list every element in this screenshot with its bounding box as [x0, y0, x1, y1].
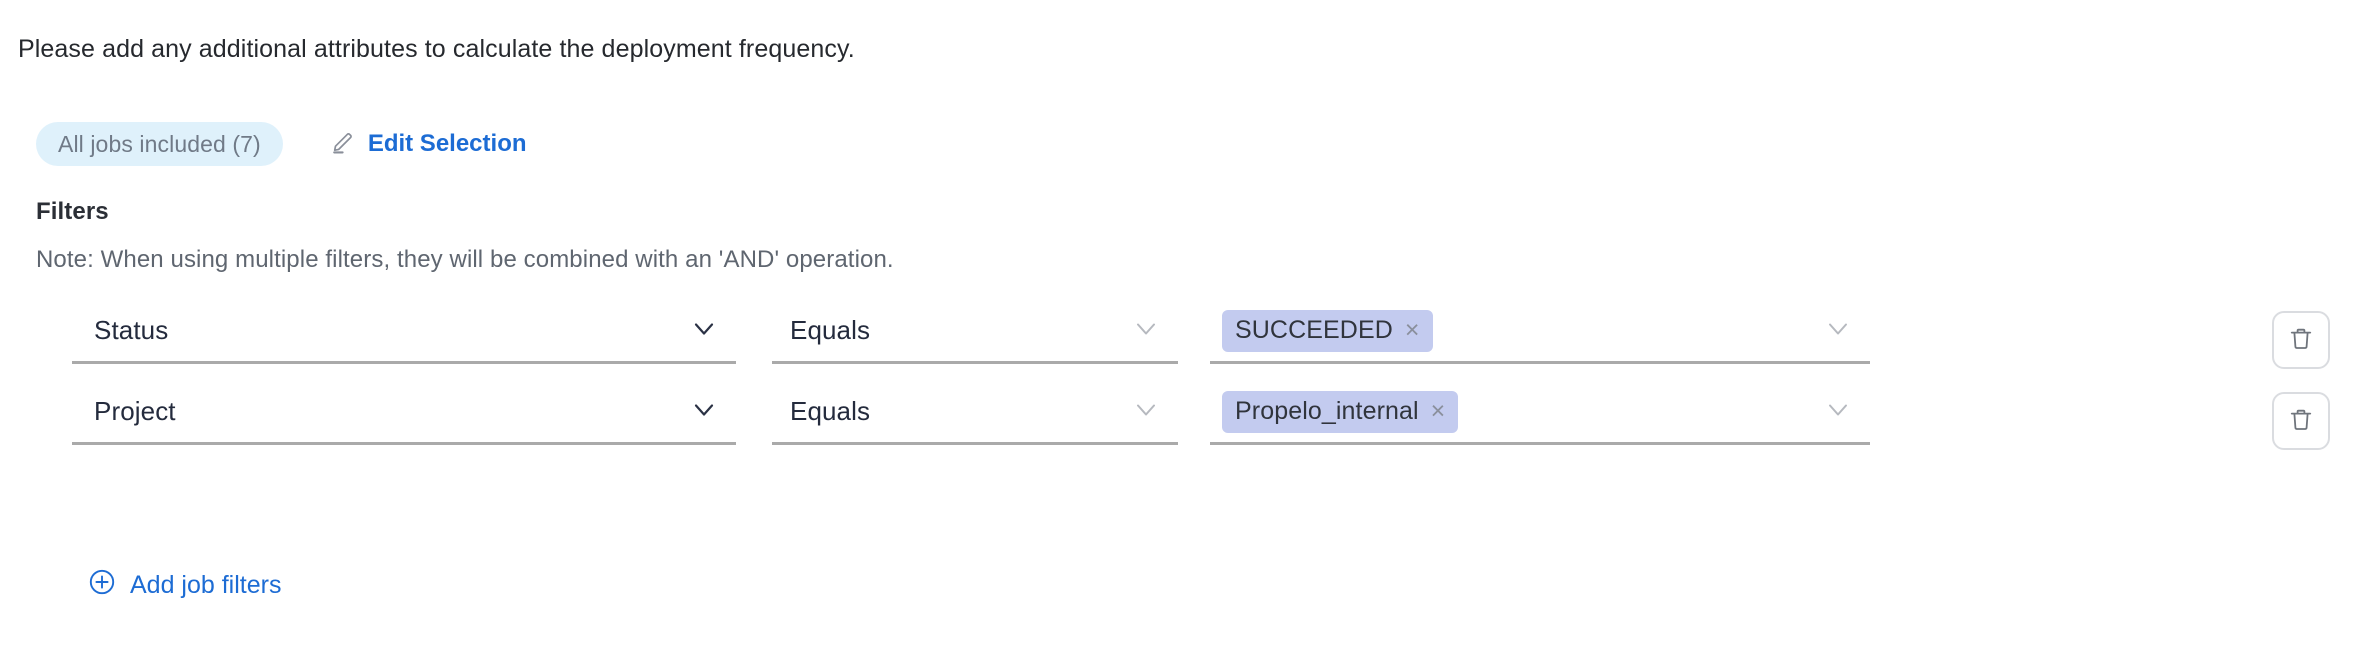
filter-row: Status Equals SUCCEEDED ×	[0, 300, 2376, 380]
filter-operator-value: Equals	[790, 315, 871, 345]
edit-selection-label: Edit Selection	[367, 130, 527, 157]
trash-icon	[2287, 406, 2315, 437]
filter-operator-select[interactable]: Equals	[772, 381, 1178, 445]
chevron-down-icon	[690, 314, 718, 347]
job-selection-row: All jobs included (7) Edit Selection	[36, 122, 527, 166]
filter-attribute-value: Project	[94, 396, 176, 426]
filters-heading: Filters	[36, 198, 109, 225]
close-icon[interactable]: ×	[1430, 396, 1446, 425]
chevron-down-icon	[1132, 395, 1160, 428]
filter-value-select[interactable]: SUCCEEDED ×	[1210, 300, 1870, 364]
close-icon[interactable]: ×	[1404, 315, 1420, 344]
filter-value-chip[interactable]: SUCCEEDED ×	[1222, 309, 1433, 352]
all-jobs-included-chip[interactable]: All jobs included (7)	[36, 122, 283, 166]
filter-attribute-select[interactable]: Status	[72, 300, 736, 364]
filter-operator-select[interactable]: Equals	[772, 300, 1178, 364]
chevron-down-icon	[1824, 314, 1852, 347]
plus-circle-icon	[88, 568, 116, 603]
page-description: Please add any additional attributes to …	[18, 35, 855, 63]
filter-attribute-value: Status	[94, 315, 169, 345]
delete-filter-button[interactable]	[2272, 392, 2330, 450]
filters-note: Note: When using multiple filters, they …	[36, 246, 894, 273]
filter-value-chip[interactable]: Propelo_internal ×	[1222, 390, 1459, 433]
filter-value-chip-label: Propelo_internal	[1235, 396, 1419, 425]
filter-attribute-select[interactable]: Project	[72, 381, 736, 445]
pencil-icon	[331, 128, 357, 161]
filter-operator-value: Equals	[790, 396, 871, 426]
chevron-down-icon	[690, 395, 718, 428]
filter-value-select[interactable]: Propelo_internal ×	[1210, 381, 1870, 445]
add-job-filters-label: Add job filters	[130, 571, 282, 599]
filter-row: Project Equals Propelo_internal ×	[0, 381, 2376, 461]
add-job-filters-button[interactable]: Add job filters	[88, 568, 281, 603]
delete-filter-button[interactable]	[2272, 311, 2330, 369]
edit-selection-button[interactable]: Edit Selection	[331, 128, 527, 161]
chevron-down-icon	[1132, 314, 1160, 347]
filter-value-chip-label: SUCCEEDED	[1235, 315, 1393, 344]
trash-icon	[2287, 325, 2315, 356]
chevron-down-icon	[1824, 395, 1852, 428]
